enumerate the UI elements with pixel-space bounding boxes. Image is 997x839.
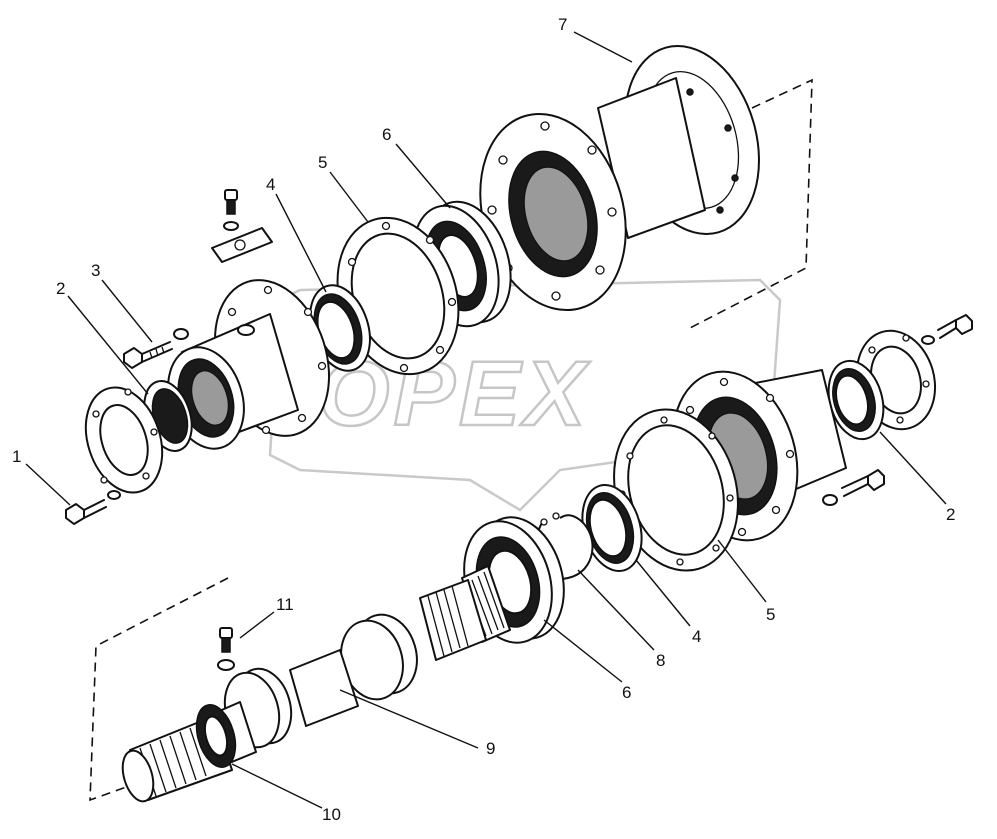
callout-5-upper: 5 (318, 153, 327, 172)
spool-housing-part-7 (479, 45, 760, 312)
left-flanged-housing (167, 279, 330, 450)
callout-7: 7 (558, 15, 567, 34)
cover-plate-and-screw (211, 189, 273, 263)
callout-11: 11 (276, 595, 294, 614)
callout-6-lower: 6 (622, 683, 631, 702)
flange-bolt-holes (487, 88, 739, 301)
callout-8: 8 (656, 651, 665, 670)
seal-part-4-lower (581, 484, 643, 572)
right-top-bolt (921, 314, 973, 345)
callout-1: 1 (12, 447, 21, 466)
callout-5-lower: 5 (766, 605, 775, 624)
bolt-part-1 (65, 490, 121, 525)
callout-9: 9 (486, 739, 495, 758)
left-end-plate (84, 386, 164, 494)
leader-lines (25, 31, 947, 809)
seal-part-2-right (827, 359, 885, 441)
splined-shaft-part-9 (121, 565, 511, 803)
gear-part-10 (195, 704, 237, 768)
callout-4-lower: 4 (692, 627, 701, 646)
callout-2-left: 2 (56, 279, 65, 298)
callout-10: 10 (322, 805, 341, 824)
callout-3: 3 (91, 261, 100, 280)
assembly-dashed-lines (89, 78, 813, 802)
callout-labels: 1 2 3 4 5 6 7 2 5 4 8 6 11 9 10 (12, 15, 955, 824)
callout-2-right: 2 (946, 505, 955, 524)
right-lower-bolt (822, 469, 885, 506)
callout-4-upper: 4 (266, 175, 275, 194)
screw-part-11 (217, 627, 235, 671)
callout-6-upper: 6 (382, 125, 391, 144)
bolt-part-3 (123, 328, 189, 369)
